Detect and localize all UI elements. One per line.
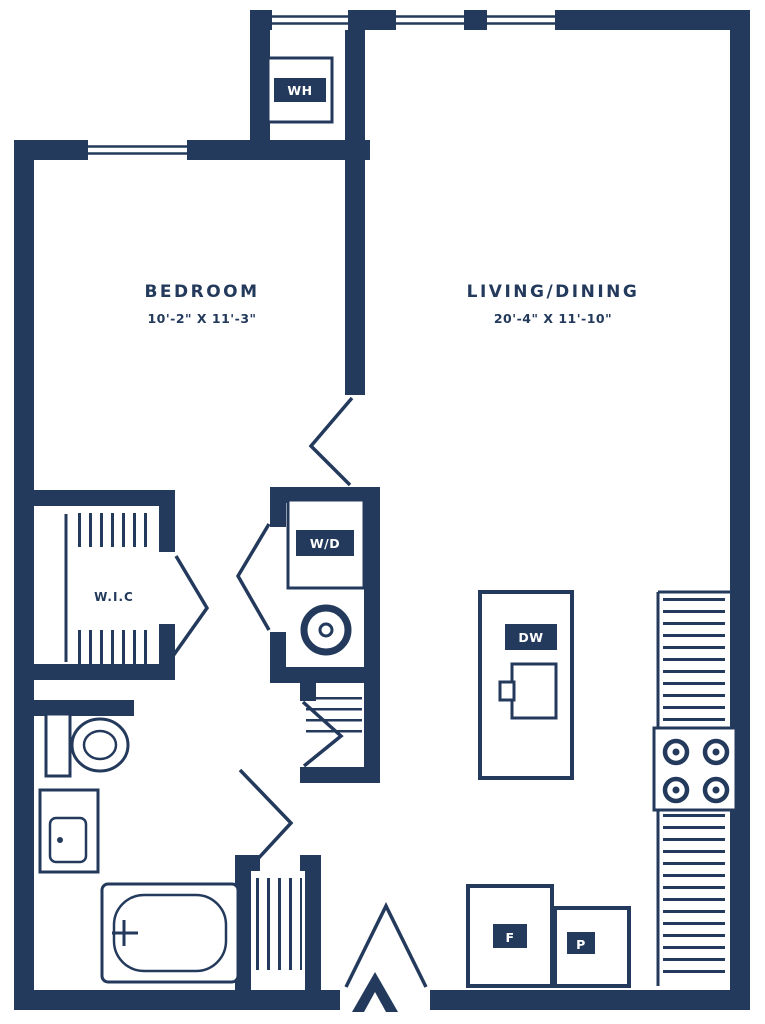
window-gap <box>396 10 464 30</box>
wall-bath-top <box>34 700 134 716</box>
bedroom-name: BEDROOM <box>144 282 259 302</box>
wall-linen-right <box>364 683 380 783</box>
wall-bedroom-living-divider <box>345 10 365 395</box>
bathroom-vanity <box>38 788 100 874</box>
wall-wic-bottom <box>34 664 175 680</box>
burner-icon <box>702 738 730 766</box>
wall-bottom-right <box>430 990 750 1010</box>
wall-left <box>14 140 34 1010</box>
wall-mech-left <box>250 10 270 160</box>
window-living-1 <box>396 10 464 30</box>
bathtub <box>100 882 240 984</box>
wall-wic-right-lower <box>159 624 175 680</box>
dryer-drum-icon <box>300 604 352 656</box>
window-bedroom <box>88 140 187 160</box>
dishwasher-label: DW <box>518 630 543 645</box>
bathroom-door-leaf <box>238 768 294 878</box>
burner-center <box>672 748 680 756</box>
burner-icon <box>702 776 730 804</box>
window-mech <box>272 10 348 30</box>
entry-arrow-notch <box>364 992 386 1012</box>
entry-door-leaves <box>344 902 428 988</box>
bedroom-door-leaf <box>308 396 354 487</box>
wall-wic-top <box>34 490 175 506</box>
wall-right <box>730 10 750 1010</box>
wall-linen-bottom <box>300 767 380 783</box>
window-living-2 <box>487 10 555 30</box>
refrigerator-label-box <box>493 924 527 948</box>
wall-entry-closet-top-left <box>235 855 260 871</box>
washer-dryer-label: W/D <box>310 536 340 551</box>
island-sink-faucet <box>498 680 516 702</box>
toilet-tank <box>44 712 72 778</box>
living-dining-name: LIVING/DINING <box>467 282 640 302</box>
wall-laundry-bottom <box>280 667 380 683</box>
wall-bottom-left <box>14 990 340 1010</box>
window-gap <box>487 10 555 30</box>
burner-center <box>712 786 720 794</box>
wall-entry-closet-right <box>305 855 321 990</box>
island-sink <box>510 662 558 720</box>
pantry-label-box <box>567 932 595 954</box>
wall-laundry-left-upper <box>270 487 286 527</box>
dryer-drum-center <box>318 622 334 638</box>
washer-dryer-label-box <box>296 530 354 556</box>
wall-laundry-right <box>364 487 380 683</box>
wall-linen-left-stub <box>300 683 316 701</box>
window-gap <box>88 140 187 160</box>
laundry-door-leaf <box>235 523 271 631</box>
dishwasher-label-box <box>505 624 557 650</box>
living-dining-dims: 20'-4" X 11'-10" <box>494 311 612 326</box>
burner-icon <box>662 776 690 804</box>
vanity-faucet-icon <box>57 837 63 843</box>
wall-wic-right-upper <box>159 490 175 552</box>
refrigerator-label: F <box>505 930 514 945</box>
wic-door-leaf <box>171 555 210 658</box>
wic-label: W.I.C <box>94 590 134 604</box>
pantry-label: P <box>576 937 586 952</box>
water-heater-label-box <box>274 78 326 102</box>
linen-door-leaf <box>301 700 344 768</box>
burner-icon <box>662 738 690 766</box>
toilet-bowl <box>70 717 130 773</box>
bedroom-dims: 10'-2" X 11'-3" <box>147 311 256 326</box>
toilet-bowl-inner <box>82 729 118 761</box>
burner-center <box>712 748 720 756</box>
wall-laundry-left-lower <box>270 632 286 683</box>
burner-center <box>672 786 680 794</box>
wall-mech-bottom <box>250 140 370 160</box>
water-heater-label: WH <box>287 83 312 98</box>
vanity-sink-basin <box>48 816 88 864</box>
window-gap <box>272 10 348 30</box>
